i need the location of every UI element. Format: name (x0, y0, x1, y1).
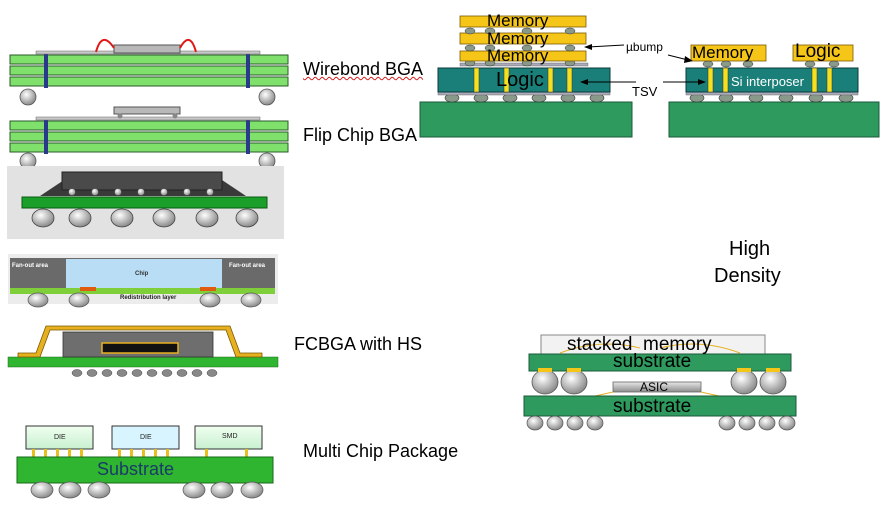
si-interposer-label: Si interposer (731, 74, 804, 89)
interposer-memory-label: Memory (692, 43, 754, 62)
mcp-die1-label: DIE (54, 434, 66, 441)
wirebond-bga-text: Wirebond BGA (303, 59, 424, 79)
stack-memory2-label: Memory (487, 29, 549, 48)
multi-chip-package-figure (16, 425, 274, 499)
flip-chip-cross-section-figure (7, 166, 284, 239)
mcp-substrate-label: Substrate (97, 459, 175, 479)
fanout-right-label: Fan-out area (229, 263, 266, 269)
package-on-package-figure (523, 334, 797, 431)
mcp-smd-label: SMD (222, 433, 238, 440)
stack-memory3-label: Memory (487, 46, 549, 65)
fanout-chip-label: Chip (135, 271, 149, 277)
si-interposer-figure (663, 44, 880, 138)
tsv-3d-stack-figure (419, 15, 636, 138)
pop-asic-label: ASIC (640, 380, 669, 394)
fanout-rdl-label: Redistribution layer (120, 295, 177, 301)
tsv-label: TSV (632, 84, 658, 99)
fcbga-hs-figure (7, 325, 279, 377)
high-density-line1: High (729, 238, 771, 260)
pop-substrate-top-label: substrate (613, 351, 692, 372)
fcbga-hs-label: FCBGA with HS (294, 334, 423, 354)
flip-chip-bga-figure (9, 106, 289, 170)
mcp-die2-label: DIE (140, 434, 152, 441)
ubump-label: µbump (626, 40, 663, 54)
pop-stacked-memory-label: stacked memory (567, 334, 712, 355)
fanout-left-label: Fan-out area (12, 263, 49, 269)
stack-logic-label: Logic (496, 69, 544, 91)
wirebond-bga-label: Wirebond BGA (303, 59, 423, 80)
multi-chip-package-label: Multi Chip Package (303, 441, 459, 461)
fan-out-wlp-figure (8, 254, 278, 308)
pop-substrate-bottom-label: substrate (613, 396, 692, 417)
high-density-line2: Density (714, 265, 781, 287)
flip-chip-bga-label: Flip Chip BGA (303, 125, 418, 145)
wirebond-bga-figure (9, 39, 289, 106)
stack-memory1-label: Memory (487, 11, 549, 30)
interposer-logic-label: Logic (795, 41, 841, 62)
